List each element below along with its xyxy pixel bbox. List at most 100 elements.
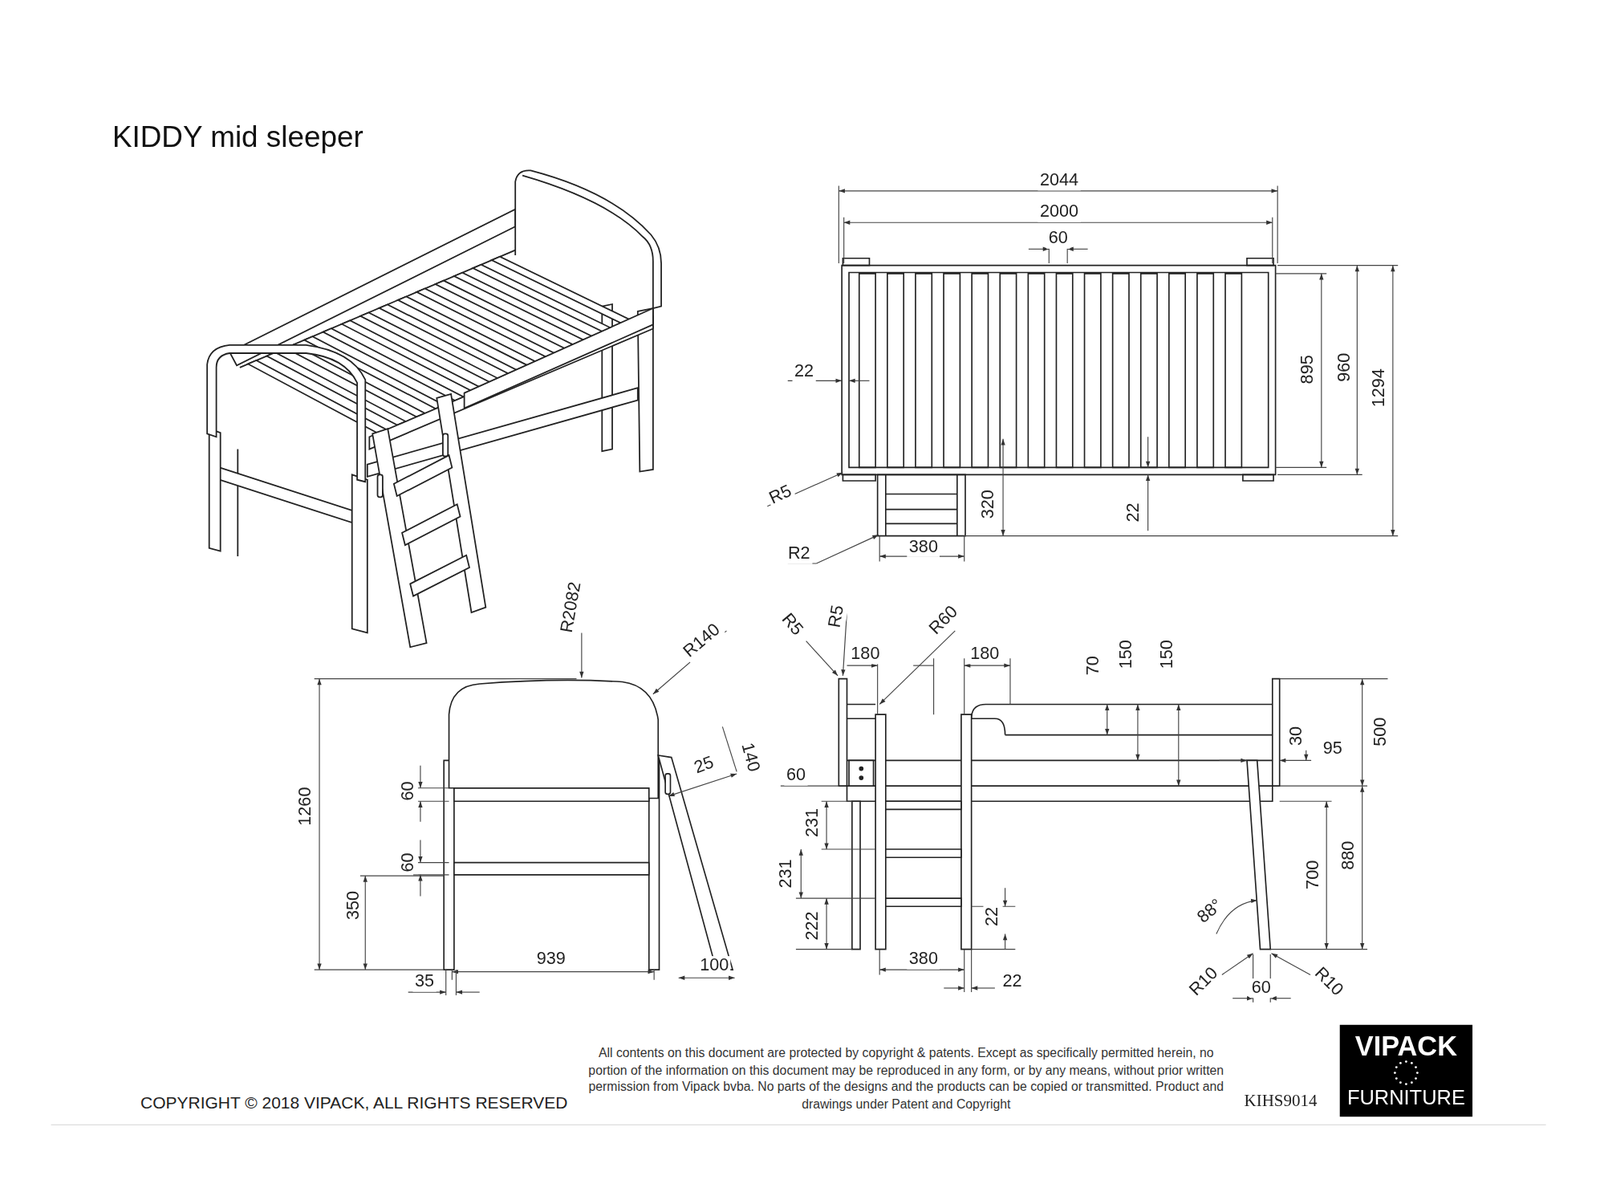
star [1410,1080,1414,1084]
ladder-step [885,493,958,495]
brand-subtitle: FURNITURE [1340,1085,1473,1109]
leg [443,759,455,970]
slat [1112,273,1129,468]
rail [454,787,650,802]
leg [1246,759,1271,949]
star [1405,1082,1408,1085]
side-rail [846,785,1272,801]
dimension-label: 320 [978,487,999,521]
frame-inner [848,272,1269,468]
post [842,474,876,481]
guard-rail [846,703,1272,760]
ladder-rail [885,474,886,536]
dimension-label: R2082 [556,578,585,637]
slat [915,273,932,468]
ladder-step [885,800,962,809]
dimension-label: R140 [678,618,727,663]
dimension-label: R10 [1184,962,1223,1001]
post [842,258,870,266]
dimension-label: 895 [1298,353,1318,386]
dimension-label: 350 [344,888,364,922]
logo-box: VIPACKFURNITURE [1340,1024,1473,1117]
slat [1055,273,1073,468]
leg [852,800,861,949]
dimensions-top [767,185,1398,564]
side-view [838,678,1280,950]
leg [209,428,221,552]
leg [237,449,239,557]
right-headboard [515,170,662,309]
dimension-label: 380 [906,537,940,557]
legal-notice: All contents on this document are protec… [577,1044,1235,1113]
slat [943,273,960,468]
bracket [848,759,874,786]
dimension-label: 960 [1335,350,1355,384]
dimension-label: 2044 [1037,170,1081,191]
ladder [877,474,966,536]
dimension-label: 22 [1000,971,1024,991]
slat [472,264,618,336]
dimension-label: 60 [1046,229,1070,249]
leg [352,474,368,633]
ladder-step [410,555,470,597]
dimension-label: 2000 [1037,203,1081,223]
back-guard [229,209,516,366]
copyright-line: COPYRIGHT © 2018 VIPACK, ALL RIGHTS RESE… [138,1092,571,1112]
star [1399,1080,1402,1084]
post [1246,258,1274,266]
dimension-label: 150 [1157,637,1178,671]
dimension-label: 30 [1287,723,1307,748]
dimension-label: 500 [1371,714,1391,748]
dimension-label: 70 [1084,653,1104,678]
drawing-number: KIHS9014 [1242,1092,1320,1111]
dimension-label: R60 [924,601,963,640]
dimension-label: R5 [824,601,849,631]
slat [1027,273,1044,468]
dimension-label: 700 [1303,857,1324,891]
star [1414,1076,1418,1080]
ladder-step [393,454,452,496]
dimension-label: R10 [1309,962,1349,1001]
slot [442,433,448,456]
dimension-label: 88° [1192,893,1228,928]
dimension-label: 22 [1124,500,1144,524]
dimension-label: 22 [792,361,817,382]
dimension-label: 222 [804,909,824,943]
end-view [443,679,733,970]
dimension-label: R5 [775,608,808,641]
slot [377,474,383,497]
dimension-label: 180 [968,644,1002,664]
slat [1197,273,1214,468]
star [1410,1061,1414,1064]
slat [971,273,988,468]
ladder-step [885,897,962,906]
dimension-label: 95 [1320,739,1345,760]
slat [1084,273,1101,468]
slat [887,273,904,468]
dimension-label: 1294 [1369,366,1389,410]
frame [841,265,1276,476]
star [1399,1061,1402,1064]
footer-rule [51,1124,1547,1125]
isometric-view [207,170,662,647]
dimensions-end [314,630,737,995]
end-rail [219,467,352,523]
headboard [449,679,659,798]
slat [1225,273,1242,468]
dimension-label: 939 [534,950,568,970]
ladder-step [885,508,958,510]
slat [454,272,599,344]
dimension-label: 380 [906,950,940,970]
slot [665,773,671,794]
dimension-label: 60 [783,766,808,786]
post [1272,678,1280,787]
star [1395,1076,1398,1080]
post [1242,474,1274,481]
post [838,678,847,787]
dimension-label: 60 [398,779,419,803]
dimension-label: 25 [690,752,719,779]
dimension-label: 231 [777,856,797,890]
ladder-rail [875,714,886,949]
top-view [841,258,1276,537]
